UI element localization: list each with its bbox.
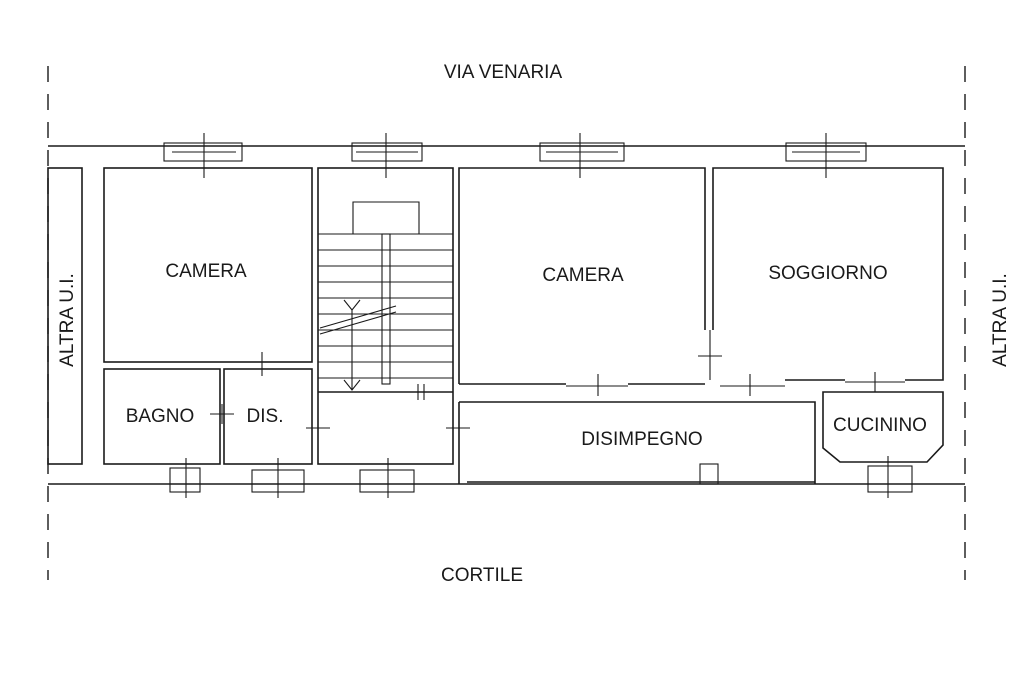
room-bagno-outline <box>103 368 221 465</box>
room-disimpegno-label: DISIMPEGNO <box>581 429 702 450</box>
room-dis-outline <box>223 368 313 465</box>
door-marks <box>210 330 905 429</box>
room-camera-left-label: CAMERA <box>165 261 247 282</box>
adjacent-unit-left <box>47 167 83 465</box>
outer-walls <box>48 145 965 485</box>
room-walls <box>103 167 944 485</box>
windows-top <box>163 133 867 178</box>
adjacent-unit-right-label: ALTRA U.I. <box>990 273 1011 367</box>
room-soggiorno-label: SOGGIORNO <box>768 263 887 284</box>
adjacent-unit-left-label: ALTRA U.I. <box>57 273 78 367</box>
room-dis-label: DIS. <box>247 406 284 427</box>
courtyard-label: CORTILE <box>441 565 523 586</box>
room-camera-left-outline <box>103 167 313 363</box>
stair-treads <box>318 201 453 391</box>
room-camera-center-outline <box>458 167 944 384</box>
room-camera-center-label: CAMERA <box>542 265 624 286</box>
room-cucinino-outline <box>822 391 944 463</box>
windows-bottom <box>169 456 913 498</box>
street-label: VIA VENARIA <box>444 62 563 83</box>
room-bagno-label: BAGNO <box>126 406 195 427</box>
room-cucinino-label: CUCININO <box>833 415 927 436</box>
column <box>699 463 719 485</box>
room-disimpegno-outline <box>458 401 816 484</box>
stairwell-outline <box>317 167 454 465</box>
